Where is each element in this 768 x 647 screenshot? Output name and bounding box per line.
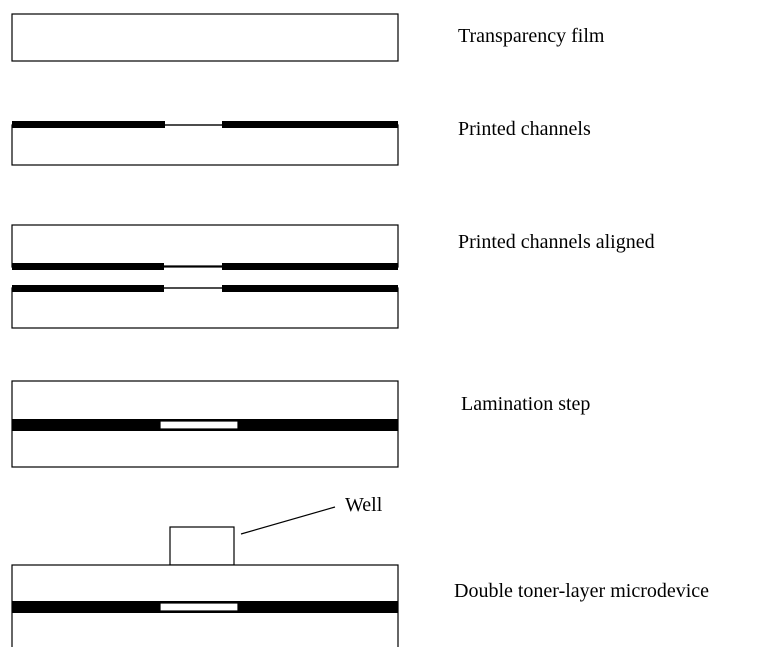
top-toner-layer-right [222, 263, 398, 270]
transparency-film-sheet [11, 13, 399, 62]
step-lamination: Lamination step [11, 380, 590, 468]
sealed-channel [159, 420, 239, 430]
bottom-toner-layer-left [12, 285, 164, 292]
step-printed-channels-aligned: Printed channels aligned [11, 224, 655, 329]
top-film-sheet [11, 224, 399, 268]
step-label-printed-channels-aligned: Printed channels aligned [458, 231, 655, 253]
step-microdevice: Well Double toner-layer microdevice [11, 494, 709, 647]
well-pointer-line [240, 506, 336, 535]
microdevice-channel [159, 602, 239, 612]
well-label: Well [345, 494, 383, 516]
step-label-microdevice: Double toner-layer microdevice [454, 580, 709, 602]
step-transparency-film: Transparency film [11, 13, 605, 62]
step-label-printed-channels: Printed channels [458, 118, 591, 140]
toner-layer-left [12, 121, 165, 128]
step-printed-channels: Printed channels [11, 118, 591, 166]
well-block [169, 526, 235, 566]
top-toner-layer-left [12, 263, 164, 270]
bottom-film-sheet [11, 287, 399, 329]
printed-film-sheet [11, 124, 399, 166]
step-label-lamination: Lamination step [461, 393, 590, 415]
toner-layer-right [222, 121, 398, 128]
bottom-toner-layer-right [222, 285, 398, 292]
step-label-transparency-film: Transparency film [458, 25, 605, 47]
